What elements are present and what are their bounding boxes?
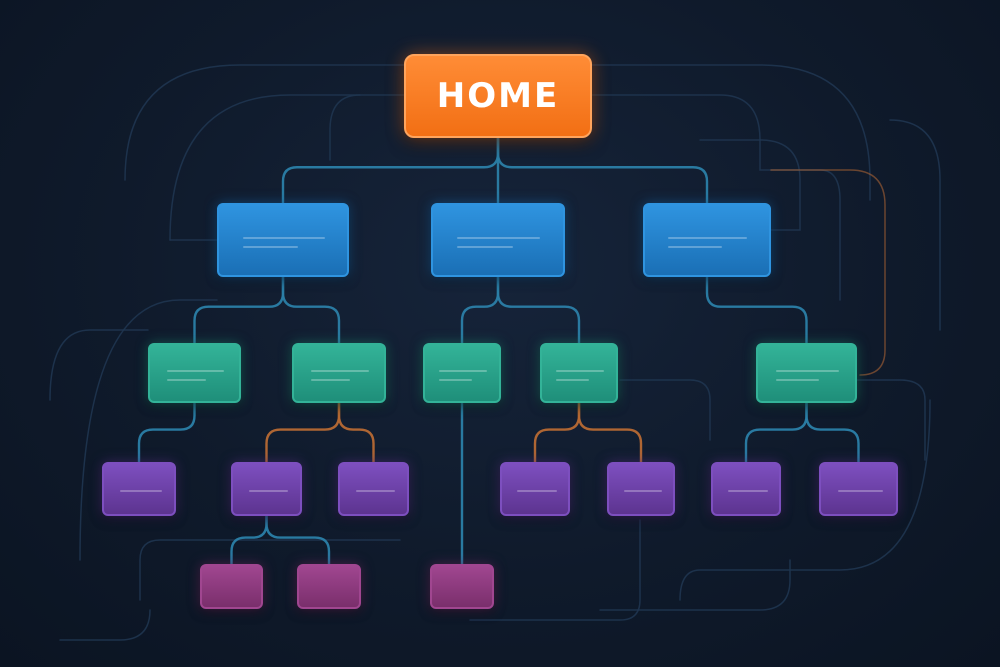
connector-l2-c	[460, 275, 500, 345]
placeholder-text-line	[439, 379, 472, 381]
level1-node[interactable]	[431, 203, 565, 277]
placeholder-text-line	[728, 490, 768, 492]
connector-l4-a	[230, 514, 268, 566]
level3-node[interactable]	[102, 462, 176, 516]
placeholder-text-line	[457, 246, 514, 248]
background-circuit-line	[329, 94, 361, 161]
background-circuit-line	[59, 609, 151, 641]
placeholder-text-line	[242, 246, 299, 248]
level3-node[interactable]	[711, 462, 781, 516]
connector-l2-b	[281, 275, 341, 345]
background-circuit-line	[679, 399, 931, 601]
background-circuit-line	[79, 299, 218, 561]
level1-node[interactable]	[643, 203, 771, 277]
connector-l3-f	[744, 401, 808, 464]
background-circuit-line	[49, 329, 149, 401]
level2-node[interactable]	[148, 343, 241, 403]
placeholder-text-line	[776, 379, 819, 381]
level3-node[interactable]	[231, 462, 302, 516]
placeholder-text-line	[120, 490, 162, 492]
level3-node[interactable]	[338, 462, 409, 516]
level3-node[interactable]	[607, 462, 675, 516]
placeholder-text-line	[623, 490, 663, 492]
connector-l2-a	[193, 275, 285, 345]
placeholder-text-line	[166, 370, 225, 372]
connector-l3-g	[805, 401, 860, 464]
background-circuit-line	[139, 539, 401, 601]
level4-node[interactable]	[200, 564, 263, 609]
level4-node[interactable]	[430, 564, 494, 609]
placeholder-text-line	[556, 370, 605, 372]
connector-l2-d	[496, 275, 581, 345]
placeholder-text-line	[166, 379, 206, 381]
level4-node[interactable]	[297, 564, 361, 609]
background-circuit-line	[889, 119, 941, 331]
background-circuit-line	[124, 64, 871, 201]
placeholder-text-line	[776, 370, 839, 372]
home-label: HOME	[436, 76, 560, 116]
placeholder-text-line	[668, 246, 722, 248]
connector-l3-a	[137, 401, 196, 464]
placeholder-text-line	[517, 490, 557, 492]
placeholder-text-line	[242, 237, 325, 239]
connector-l1-a	[281, 136, 500, 205]
home-node[interactable]: HOME	[404, 54, 592, 138]
level1-node[interactable]	[217, 203, 349, 277]
placeholder-text-line	[668, 237, 748, 239]
connector-l3-c	[337, 401, 375, 464]
connector-l3-d	[533, 401, 581, 464]
connector-l4-b	[265, 514, 331, 566]
level3-node[interactable]	[819, 462, 898, 516]
background-circuit-line	[591, 94, 841, 301]
background-circuit-line	[699, 139, 801, 231]
level2-node[interactable]	[292, 343, 386, 403]
placeholder-text-line	[838, 490, 883, 492]
placeholder-text-line	[439, 370, 488, 372]
connector-l2-e	[705, 275, 808, 345]
connector-l3-e	[577, 401, 643, 464]
background-circuit-line	[599, 559, 791, 611]
background-accent-line	[770, 169, 886, 376]
placeholder-text-line	[457, 237, 541, 239]
placeholder-text-line	[556, 379, 589, 381]
background-circuit-line	[619, 379, 711, 441]
placeholder-text-line	[310, 379, 351, 381]
level3-node[interactable]	[500, 462, 570, 516]
level2-node[interactable]	[540, 343, 618, 403]
background-circuit-line	[169, 94, 405, 241]
background-circuit-line	[855, 379, 926, 461]
connector-l3-b	[265, 401, 341, 464]
connector-l1-c	[496, 136, 709, 205]
placeholder-text-line	[310, 370, 370, 372]
placeholder-text-line	[355, 490, 396, 492]
background-circuit-line	[469, 519, 641, 621]
placeholder-text-line	[248, 490, 289, 492]
level2-node[interactable]	[423, 343, 501, 403]
level2-node[interactable]	[756, 343, 857, 403]
